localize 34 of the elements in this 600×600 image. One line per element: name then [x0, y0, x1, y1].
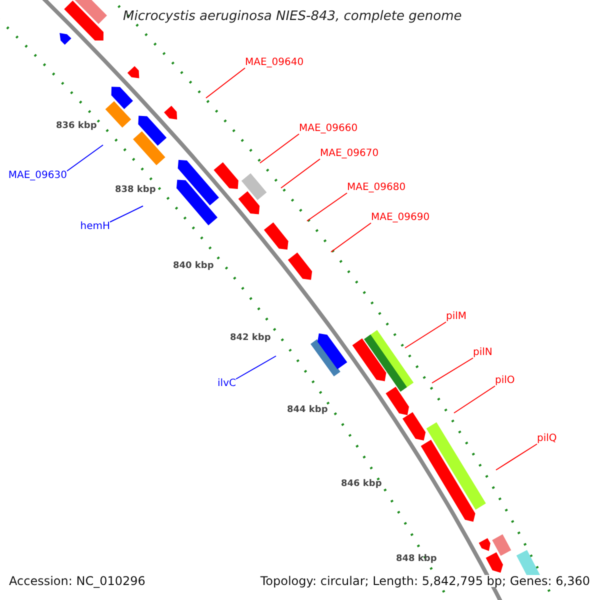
gene-label: pilN — [473, 348, 492, 358]
leader-line — [306, 192, 348, 222]
gene-label: pilO — [495, 376, 515, 386]
gene-label: MAE_09670 — [320, 149, 379, 159]
gene-label: MAE_09640 — [245, 58, 304, 68]
leader-line — [66, 144, 104, 172]
leader-line — [330, 222, 372, 252]
scale-label: 848 kbp — [396, 555, 437, 564]
leader-line — [280, 158, 320, 188]
scale-label: 846 kbp — [341, 480, 382, 489]
title-text: Microcystis aeruginosa NIES-843, complete genome — [123, 10, 462, 23]
leader-line — [496, 444, 538, 470]
scale-label: 842 kbp — [230, 334, 271, 343]
leader-line — [236, 356, 276, 380]
leader-line — [260, 134, 300, 164]
leader-line — [432, 358, 474, 384]
scale-label: 836 kbp — [56, 122, 97, 131]
scale-label: 844 kbp — [287, 406, 328, 415]
leader-line — [404, 322, 446, 348]
gene-label: pilM — [446, 312, 467, 322]
gene-label: ilvC — [218, 379, 236, 389]
leader-line — [110, 206, 144, 222]
gene-label: MAE_09630 — [8, 171, 67, 181]
gene-label: pilQ — [537, 434, 557, 444]
gene-label: MAE_09660 — [299, 124, 358, 134]
leader-line — [206, 68, 246, 98]
footer-text: Accession: NC_010296 — [9, 575, 146, 587]
scale-label: 840 kbp — [173, 262, 214, 271]
gene-label: MAE_09680 — [347, 183, 406, 193]
leader-line — [454, 386, 496, 414]
scale-label: 838 kbp — [115, 186, 156, 195]
footer-text: Topology: circular; Length: 5,842,795 bp; Genes: 6,360 — [260, 575, 590, 587]
gene-label: hemH — [80, 222, 110, 232]
gene-label: MAE_09690 — [371, 213, 430, 223]
